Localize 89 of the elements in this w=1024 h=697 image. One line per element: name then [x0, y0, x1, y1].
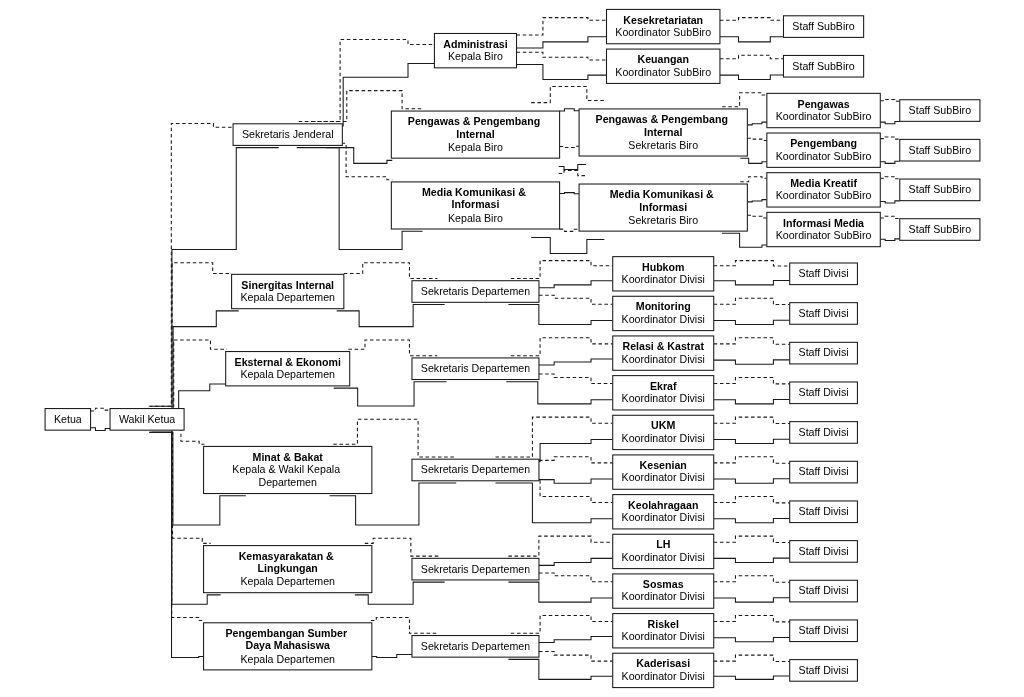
node-box: Pengawas Koordinator SubBiro: [765, 92, 881, 129]
node-box: Relasi & Kastrat Koordinator Divisi: [611, 335, 714, 371]
node-box: Wakil Ketua: [109, 408, 185, 431]
connector: [557, 163, 587, 171]
node-box: Pengembang Koordinator SubBiro: [765, 132, 881, 168]
node-box: Monitoring Koordinator Divisi: [611, 295, 714, 332]
connector: [879, 121, 900, 125]
node-box: Keolahragaan Koordinator Divisi: [611, 494, 714, 530]
connector: [530, 236, 605, 255]
node-box: Sekretaris Departemen: [410, 635, 539, 658]
node-box: Ketua: [44, 408, 91, 431]
node-box: Sinergitas Internal Kepala Departemen: [230, 273, 344, 310]
connector: [721, 92, 767, 108]
connector: [342, 262, 438, 280]
connector: [494, 482, 613, 524]
node-box: Staff Divisi: [788, 540, 858, 563]
connector: [879, 98, 900, 102]
connector: [879, 160, 900, 164]
connector: [746, 199, 767, 203]
node-box: Media Komunikasi & Informasi Kepala Biro: [390, 181, 560, 230]
node-box: Eksternal & Ekonomi Kepala Departemen: [224, 351, 350, 387]
connector: [295, 147, 423, 250]
node-box: Kesekretariatan Koordinator SubBiro: [605, 8, 720, 45]
node-box: Staff Divisi: [788, 659, 858, 682]
node-box: Staff Divisi: [788, 381, 858, 405]
connector: [739, 157, 767, 164]
connector: [509, 260, 613, 280]
node-box: Staff SubBiro: [782, 15, 864, 38]
node-box: Keuangan Koordinator SubBiro: [605, 48, 720, 84]
node-box: Ekraf Koordinator Divisi: [611, 375, 714, 411]
node-box: Staff Divisi: [788, 302, 858, 325]
node-box: Kaderisasi Koordinator Divisi: [611, 652, 714, 689]
node-box: Staff Divisi: [788, 341, 858, 365]
connector: [148, 431, 204, 658]
connector: [353, 581, 445, 605]
node-box: Kemasyarakatan & Lingkungan Kepala Departemen: [202, 545, 372, 594]
connector: [507, 658, 613, 680]
node-box: Minat & Bakat Kepala & Wakil Kepala Departemen: [202, 445, 372, 495]
node-box: Media Komunikasi & Informasi Sekretaris Biro: [578, 183, 748, 232]
connector: [557, 169, 587, 177]
node-box: Sekretaris Departemen: [410, 557, 539, 581]
connector: [335, 304, 445, 328]
node-box: Staff Divisi: [788, 421, 858, 444]
connector: [369, 617, 438, 634]
node-box: Sekretaris Departemen: [410, 357, 539, 381]
connector: [507, 535, 613, 557]
connector: [347, 339, 438, 357]
node-box: Kesenian Koordinator Divisi: [611, 454, 714, 490]
connector: [310, 90, 423, 123]
node-box: Pengembangan Sumber Daya Mahasiswa Kepala Departemen: [202, 622, 372, 671]
node-box: Riskel Koordinator Divisi: [611, 613, 714, 649]
node-box: Staff SubBiro: [898, 99, 980, 122]
connector: [507, 304, 613, 326]
node-box: Sekretaris Departemen: [410, 458, 539, 482]
connector: [879, 200, 900, 204]
connector: [149, 262, 232, 407]
node-box: Pengawas & Pengembang Internal Kepala Biro: [390, 110, 560, 159]
connector: [328, 482, 457, 526]
node-box: Sekretaris Departemen: [410, 280, 539, 303]
node-box: Staff Divisi: [788, 262, 858, 286]
connector: [530, 86, 605, 104]
node-box: Staff SubBiro: [898, 218, 980, 241]
connector: [879, 136, 900, 140]
connector: [879, 176, 900, 180]
node-box: UKM Koordinator Divisi: [611, 414, 714, 451]
node-box: Pengawas & Pengembang Internal Sekretaris Biro: [578, 108, 748, 157]
node-box: Staff Divisi: [788, 460, 858, 484]
connector: [879, 215, 900, 219]
connector: [746, 121, 767, 126]
node-box: Informasi Media Koordinator SubBiro: [765, 211, 881, 248]
node-box: Media Kreatif Koordinator SubBiro: [765, 172, 881, 208]
connector: [332, 418, 455, 458]
node-box: Hubkom Koordinator Divisi: [611, 256, 714, 292]
node-box: Staff SubBiro: [898, 178, 980, 202]
node-box: Sosmas Koordinator Divisi: [611, 573, 714, 609]
connector: [332, 381, 447, 407]
connector: [879, 238, 900, 242]
node-box: Staff SubBiro: [898, 138, 980, 162]
node-box: Staff Divisi: [788, 500, 858, 524]
node-box: LH Koordinator Divisi: [611, 533, 714, 570]
node-box: Administrasi Kepala Biro: [433, 32, 517, 69]
connector: [152, 339, 228, 407]
connector: [505, 381, 613, 405]
node-box: Sekretaris Jenderal: [232, 123, 343, 146]
node-box: Staff SubBiro: [782, 54, 864, 78]
connector: [507, 581, 613, 603]
node-box: Staff Divisi: [788, 619, 858, 643]
connector: [721, 232, 767, 248]
node-box: Staff Divisi: [788, 579, 858, 603]
